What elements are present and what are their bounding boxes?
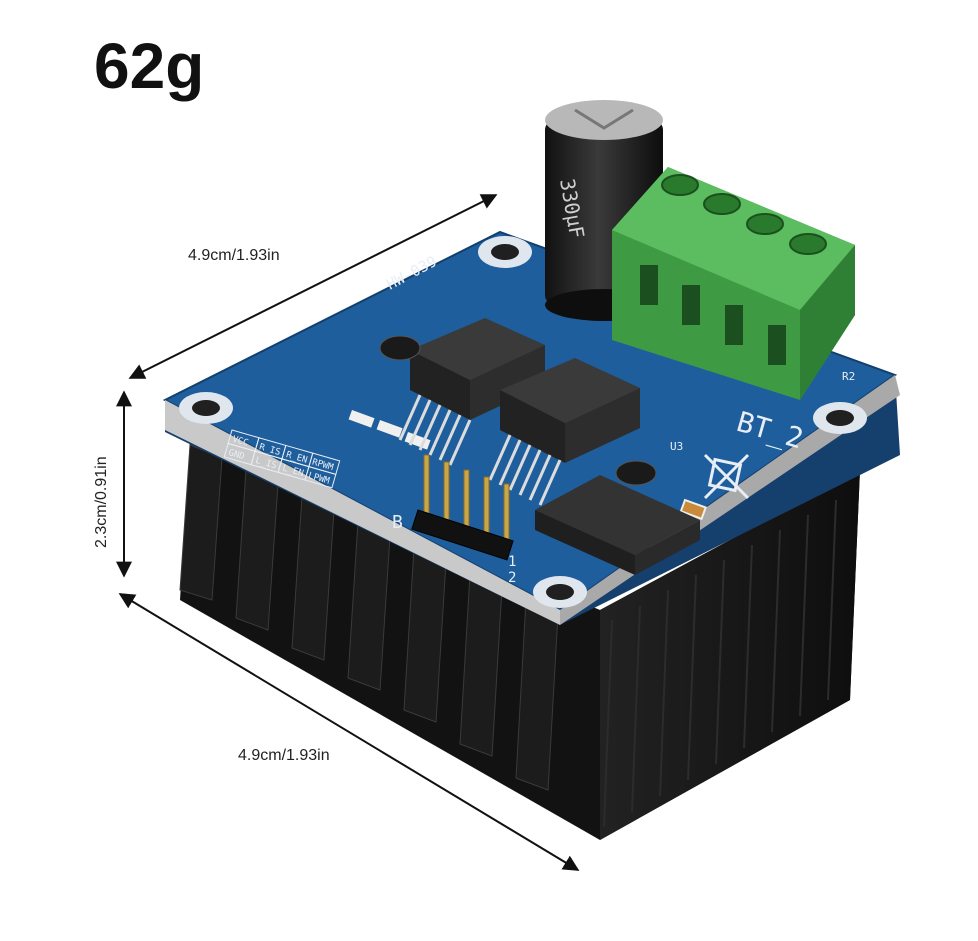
pin-label-gnd: GND — [227, 448, 245, 462]
ref-r2: R2 — [842, 370, 855, 383]
weee-symbol — [703, 453, 750, 500]
weight-label: 62g — [94, 30, 205, 102]
mounting-hole-right — [813, 402, 867, 434]
mounting-hole-left — [179, 392, 233, 424]
dimension-height-label: 2.3cm/0.91in — [93, 456, 110, 548]
smd-components — [348, 410, 707, 521]
header-pins — [411, 454, 514, 561]
logic-chip — [535, 475, 700, 575]
dimension-bottom-label: 4.9cm/1.93in — [238, 747, 330, 764]
pin-mark-2: 2 — [508, 570, 516, 586]
mounting-hole-bottom — [533, 576, 587, 608]
dimension-top-label: 4.9cm/1.93in — [188, 247, 280, 264]
ref-b: B — [392, 512, 403, 533]
pin-mark-1: 1 — [508, 554, 516, 570]
mounting-hole-top — [478, 236, 532, 268]
heatsink-ribs — [603, 499, 837, 827]
header-label-grid: VCC GND R_IS L_IS R_EN L_EN RPWM LPWM — [223, 429, 341, 489]
driver-chips — [398, 318, 700, 575]
screw-terminal — [612, 167, 855, 400]
dimension-arrow-bottom — [118, 593, 580, 871]
driver-chip-2 — [488, 358, 640, 506]
dimension-arrow-top — [128, 194, 498, 379]
pin-label-vcc: VCC — [231, 435, 249, 449]
ref-u3: U3 — [670, 440, 683, 453]
